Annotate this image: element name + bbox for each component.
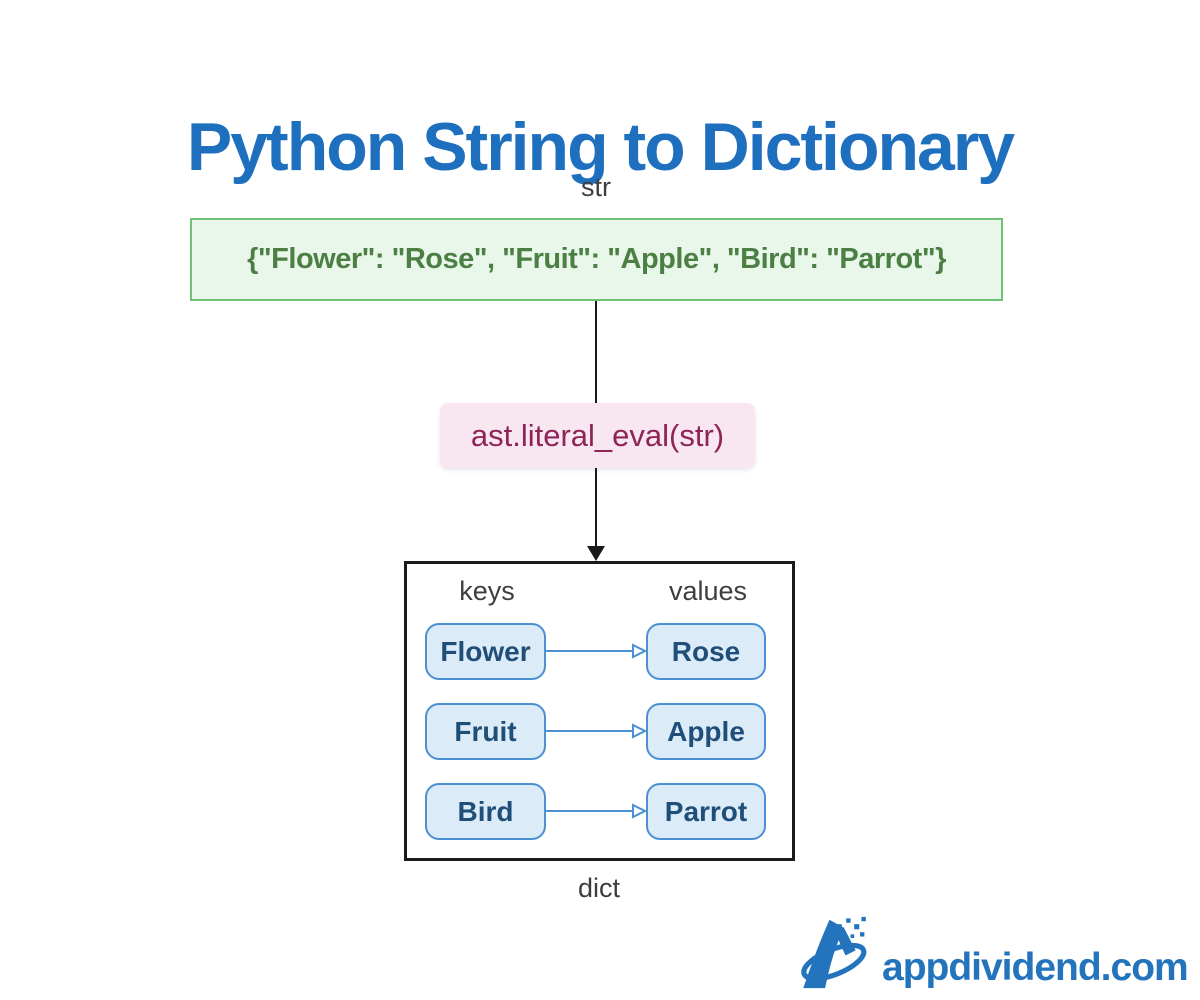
mapping-arrow-icon bbox=[546, 643, 646, 659]
site-name: appdividend.com bbox=[882, 946, 1189, 989]
mapping-arrow-icon bbox=[546, 803, 646, 819]
dict-type-label: dict bbox=[577, 873, 621, 903]
input-string-box: {"Flower": "Rose", "Fruit": "Apple", "Bi… bbox=[190, 218, 1003, 301]
connector-line-top bbox=[595, 301, 597, 403]
conversion-function-box: ast.literal_eval(str) bbox=[440, 403, 755, 468]
page-title: Python String to Dictionary bbox=[186, 108, 1015, 185]
mapping-arrow-icon bbox=[546, 723, 646, 739]
str-type-label: str bbox=[581, 172, 611, 202]
down-arrowhead-icon bbox=[587, 546, 605, 561]
key-box-flower: Flower bbox=[425, 623, 546, 680]
appdividend-logo-icon bbox=[801, 916, 867, 989]
conversion-function-label: ast.literal_eval(str) bbox=[470, 417, 725, 453]
values-column-header: values bbox=[668, 576, 748, 606]
key-box-fruit: Fruit bbox=[425, 703, 546, 760]
value-box-rose: Rose bbox=[646, 623, 766, 680]
output-dict-box: keys values Flower Rose Fruit Apple Bird… bbox=[404, 561, 795, 861]
value-box-parrot: Parrot bbox=[646, 783, 766, 840]
keys-column-header: keys bbox=[459, 576, 515, 606]
input-string-value: {"Flower": "Rose", "Fruit": "Apple", "Bi… bbox=[247, 243, 946, 275]
key-box-bird: Bird bbox=[425, 783, 546, 840]
connector-line-bottom bbox=[595, 468, 597, 559]
branding: appdividend.com bbox=[796, 908, 1189, 1000]
value-box-apple: Apple bbox=[646, 703, 766, 760]
